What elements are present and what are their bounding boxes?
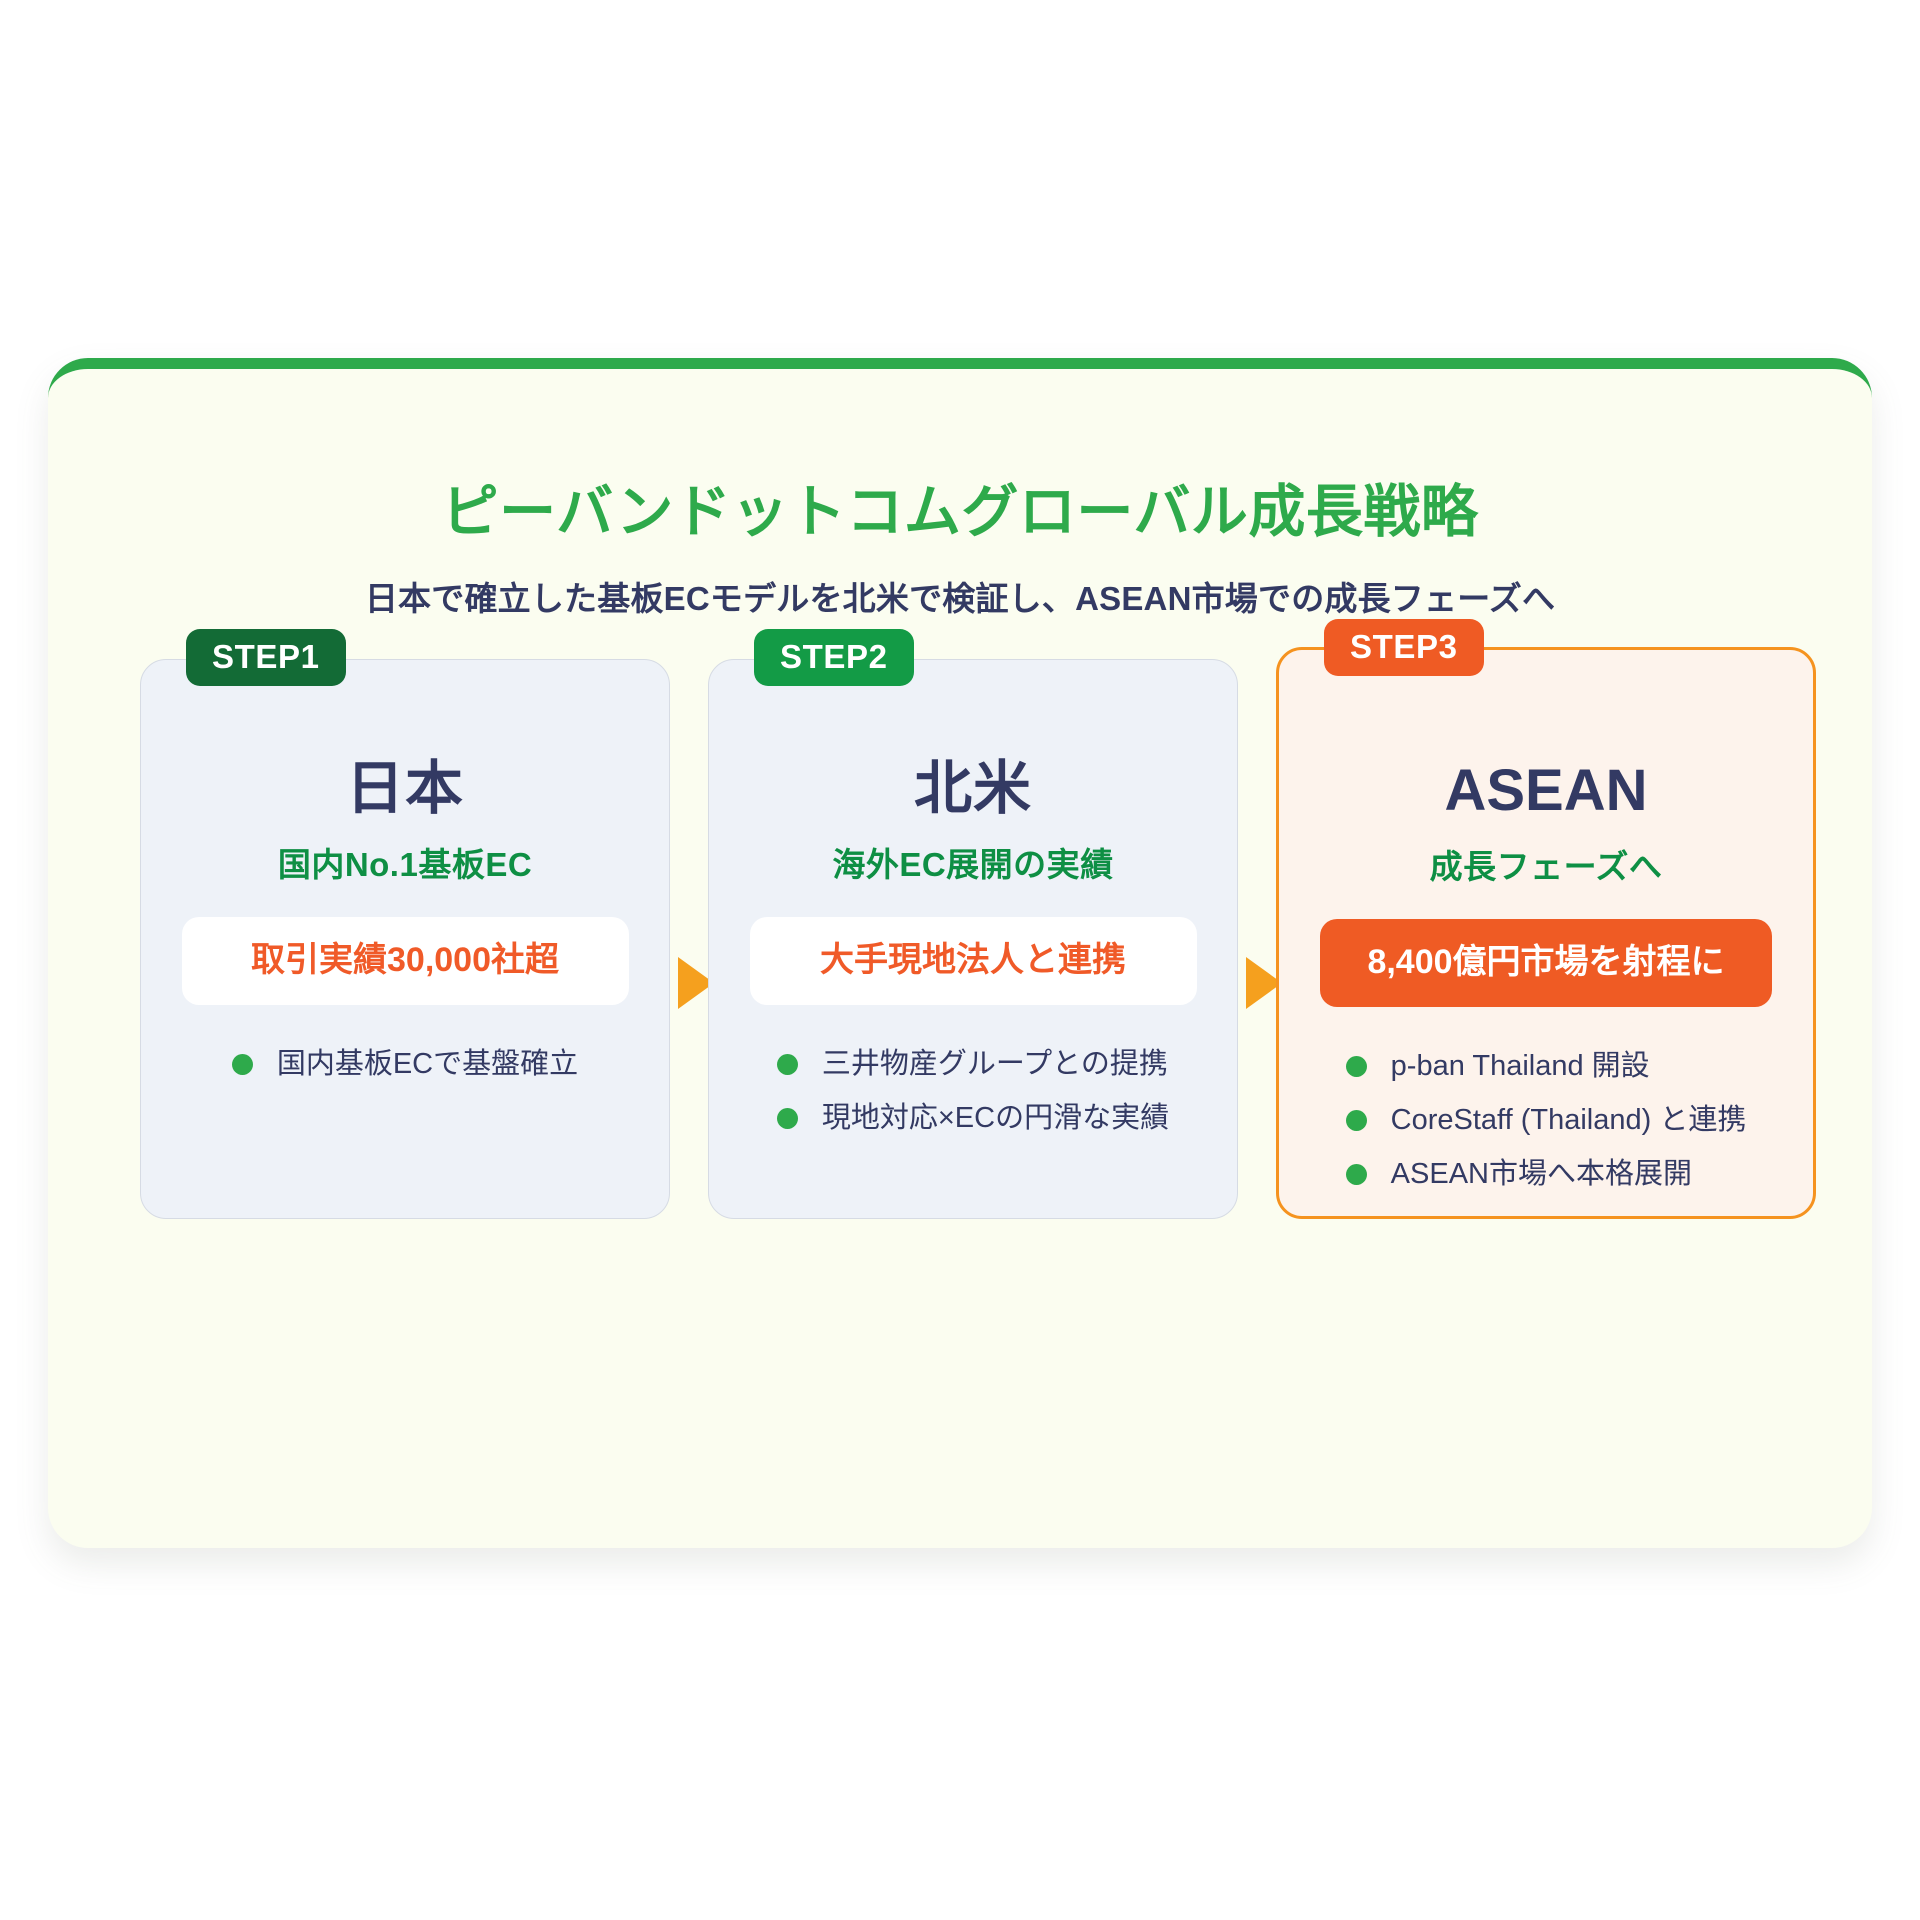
bullet-dot-icon bbox=[776, 1053, 798, 1075]
step-badge-2: STEP2 bbox=[754, 629, 914, 686]
bullet-dot-icon bbox=[1345, 1163, 1367, 1185]
strategy-panel: ピーバンドットコムグローバル成長戦略 日本で確立した基板ECモデルを北米で検証し… bbox=[48, 358, 1872, 1548]
step-1-bullet-list: 国内基板ECで基盤確立 bbox=[231, 1045, 579, 1084]
list-item: CoreStaff (Thailand) と連携 bbox=[1345, 1101, 1747, 1140]
panel-header: ピーバンドットコムグローバル成長戦略 日本で確立した基板ECモデルを北米で検証し… bbox=[48, 481, 1872, 620]
bullet-text: 現地対応×ECの円滑な実績 bbox=[821, 1101, 1170, 1134]
list-item: 国内基板ECで基盤確立 bbox=[231, 1045, 579, 1084]
bullet-dot-icon bbox=[1345, 1109, 1367, 1131]
step-1-highlight-pill: 取引実績30,000社超 bbox=[181, 917, 629, 1005]
step-3-region-title: ASEAN bbox=[1444, 758, 1648, 823]
step-3-bullet-list: p-ban Thailand 開設 CoreStaff (Thailand) と… bbox=[1345, 1047, 1747, 1194]
bullet-text: CoreStaff (Thailand) と連携 bbox=[1390, 1103, 1747, 1136]
step-badge-3: STEP3 bbox=[1324, 619, 1484, 676]
list-item: p-ban Thailand 開設 bbox=[1345, 1047, 1747, 1086]
step-card-3-body: ASEAN 成長フェーズへ 8,400億円市場を射程に p-ban Thaila… bbox=[1279, 650, 1813, 1194]
step-2-tagline: 海外EC展開の実績 bbox=[832, 846, 1114, 883]
bullet-text: ASEAN市場へ本格展開 bbox=[1390, 1157, 1692, 1190]
step-card-2[interactable]: STEP2 北米 海外EC展開の実績 大手現地法人と連携 三井物産グループとの提… bbox=[708, 629, 1238, 1219]
step-1-region-title: 日本 bbox=[345, 756, 464, 821]
list-item: ASEAN市場へ本格展開 bbox=[1345, 1155, 1747, 1194]
bullet-text: 国内基板ECで基盤確立 bbox=[276, 1048, 579, 1080]
step-3-tagline: 成長フェーズへ bbox=[1429, 848, 1663, 885]
page-title: ピーバンドットコムグローバル成長戦略 bbox=[441, 480, 1479, 544]
list-item: 現地対応×ECの円滑な実績 bbox=[776, 1099, 1170, 1138]
bullet-dot-icon bbox=[231, 1053, 253, 1075]
step-badge-1: STEP1 bbox=[186, 629, 346, 686]
bullet-text: 三井物産グループとの提携 bbox=[821, 1048, 1168, 1080]
step-card-2-body: 北米 海外EC展開の実績 大手現地法人と連携 三井物産グループとの提携 現地対応… bbox=[709, 660, 1237, 1138]
bullet-text: p-ban Thailand 開設 bbox=[1390, 1050, 1650, 1082]
page-subtitle: 日本で確立した基板ECモデルを北米で検証し、ASEAN市場での成長フェーズへ bbox=[364, 579, 1556, 617]
step-2-region-title: 北米 bbox=[913, 756, 1032, 821]
step-2-bullets-wrap: 三井物産グループとの提携 現地対応×ECの円滑な実績 bbox=[709, 1005, 1237, 1138]
step-2-bullet-list: 三井物産グループとの提携 現地対応×ECの円滑な実績 bbox=[776, 1045, 1170, 1138]
bullet-dot-icon bbox=[776, 1107, 798, 1129]
steps-row: STEP1 日本 国内No.1基板EC 取引実績30,000社超 国内基板ECで… bbox=[108, 619, 1816, 1219]
step-3-highlight-pill: 8,400億円市場を射程に bbox=[1320, 919, 1772, 1007]
step-2-highlight-pill: 大手現地法人と連携 bbox=[749, 917, 1197, 1005]
step-card-1-body: 日本 国内No.1基板EC 取引実績30,000社超 国内基板ECで基盤確立 bbox=[141, 660, 669, 1084]
step-card-1[interactable]: STEP1 日本 国内No.1基板EC 取引実績30,000社超 国内基板ECで… bbox=[140, 629, 670, 1219]
list-item: 三井物産グループとの提携 bbox=[776, 1045, 1169, 1084]
step-3-bullets-wrap: p-ban Thailand 開設 CoreStaff (Thailand) と… bbox=[1279, 1007, 1813, 1194]
bullet-dot-icon bbox=[1345, 1055, 1367, 1077]
step-1-bullets-wrap: 国内基板ECで基盤確立 bbox=[141, 1005, 669, 1084]
step-card-3[interactable]: STEP3 ASEAN 成長フェーズへ 8,400億円市場を射程に p-ban … bbox=[1276, 619, 1816, 1219]
step-1-tagline: 国内No.1基板EC bbox=[277, 846, 533, 883]
